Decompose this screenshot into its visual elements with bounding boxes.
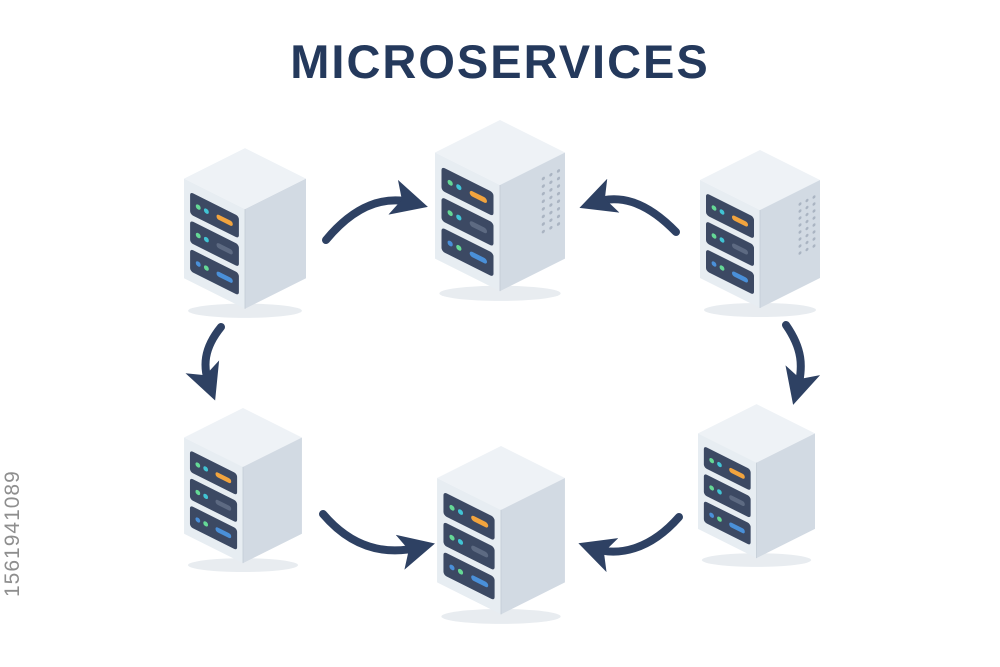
server-icon: [184, 408, 302, 573]
arrow-bottom-right-to-bottom-center: [578, 513, 683, 573]
arrow-top-left-to-bottom-left: [185, 323, 225, 401]
arrow-top-right-to-top-center: [579, 178, 680, 236]
server-icon: [184, 148, 306, 319]
server-node-bottom-right: [698, 404, 815, 568]
page-title: MICROSERVICES: [290, 35, 710, 88]
server-icon: [698, 404, 815, 568]
server-node-top-left: [184, 148, 306, 319]
server-node-top-right: [700, 150, 820, 318]
server-node-top-center: [435, 120, 565, 302]
arrow-top-right-to-bottom-right: [782, 321, 821, 405]
server-node-bottom-left: [184, 408, 302, 573]
arrow-top-left-to-top-center: [322, 179, 428, 244]
server-node-bottom-center: [437, 446, 565, 625]
server-icon: [437, 446, 565, 625]
arrow-bottom-left-to-bottom-center: [319, 510, 435, 570]
server-icon: [700, 150, 820, 318]
server-icon: [435, 120, 565, 302]
